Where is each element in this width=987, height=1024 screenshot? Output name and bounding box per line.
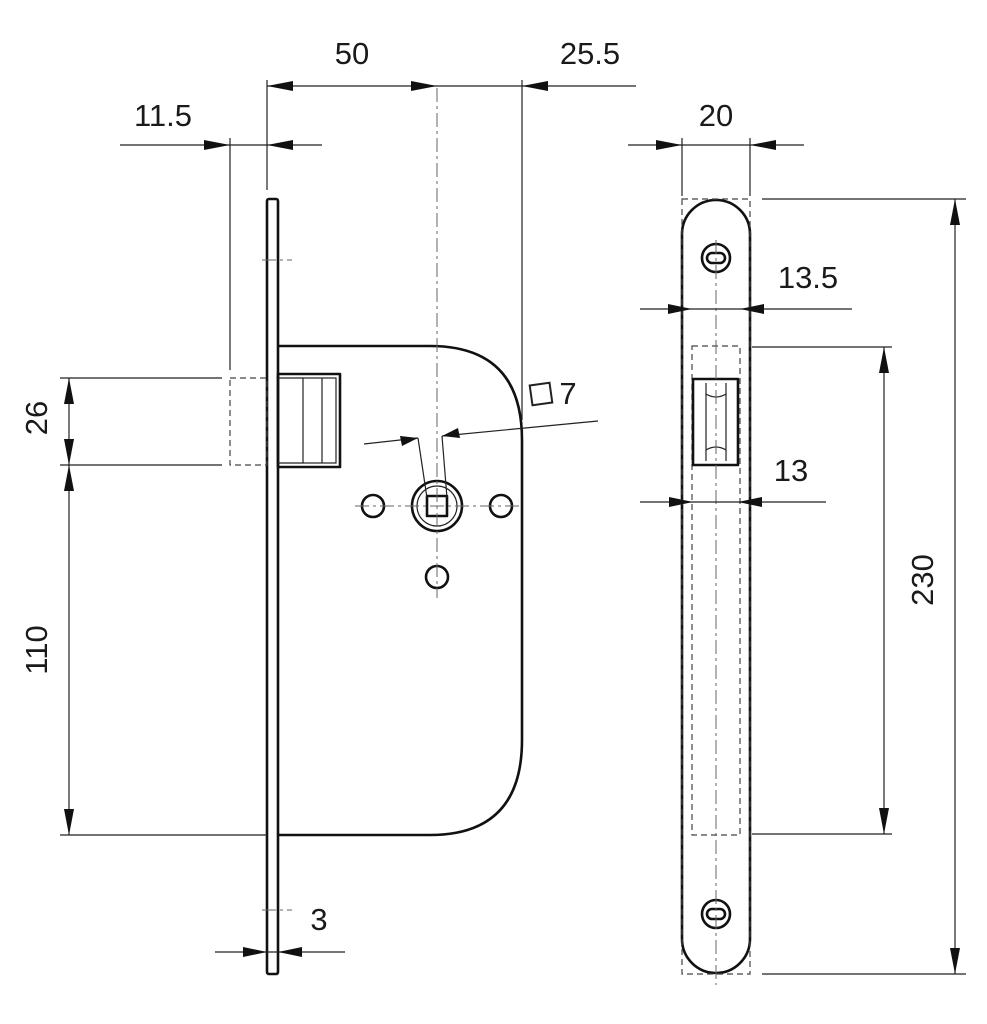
lock-case [278, 344, 524, 837]
dim-line-20 [628, 138, 804, 196]
dim-line-3 [215, 947, 345, 957]
faceplate [265, 197, 280, 976]
latch-projection [229, 377, 268, 466]
dim-line-50 [266, 80, 523, 420]
faceplate-outline [680, 198, 752, 975]
dim-line-230 [762, 198, 966, 975]
dim-label-230: 230 [905, 554, 940, 606]
dim-line-13-5 [640, 304, 852, 314]
dim-label-7: 7 [559, 376, 576, 411]
latch-bolt [276, 372, 342, 469]
lock-side-view [229, 88, 599, 976]
dim-line-13 [640, 497, 826, 507]
dim-label-25-5: 25.5 [560, 36, 620, 71]
dim-label-20: 20 [699, 98, 733, 133]
dim-label-50: 50 [335, 36, 369, 71]
dim-line-case-height [752, 346, 892, 835]
dim-label-11-5: 11.5 [134, 98, 192, 133]
dim-line-11-5 [120, 138, 322, 370]
dim-line-25-5 [437, 81, 636, 91]
dim-label-13: 13 [774, 453, 808, 488]
dim-label-13-5: 13.5 [778, 260, 838, 295]
dim-label-26: 26 [19, 401, 54, 435]
dim-line-26 [60, 377, 222, 466]
faceplate-front-view [680, 198, 752, 985]
dim-label-3: 3 [310, 902, 327, 937]
dim-line-110 [60, 465, 267, 836]
dim-label-110: 110 [19, 625, 54, 674]
faceplate-envelope [681, 198, 751, 975]
square-symbol-icon [528, 381, 554, 407]
